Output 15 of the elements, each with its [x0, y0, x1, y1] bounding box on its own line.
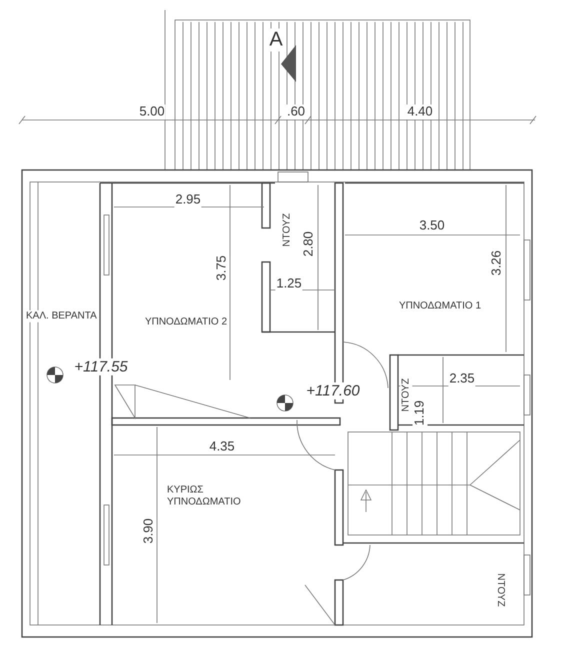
- dimension-label: .60: [286, 104, 306, 120]
- section-mark-label: A: [268, 28, 284, 52]
- level-label: +117.60: [305, 382, 361, 400]
- dimension-label: 4.40: [406, 104, 434, 120]
- room-label: ΝΤΟΥΖ: [400, 377, 412, 413]
- room-label: ΥΠΝΟΔΩΜΑΤΙΟ 1: [398, 300, 482, 312]
- dimension-label: 1.25: [275, 276, 303, 292]
- dimension-label: 2.35: [448, 372, 476, 386]
- dimension-label: 2.95: [174, 192, 202, 208]
- dimension-label: 1.19: [412, 399, 428, 427]
- dimension-label: 5.00: [138, 104, 166, 120]
- room-label: ΥΠΝΟΔΩΜΑΤΙΟ 2: [144, 316, 228, 328]
- level-label: +117.55: [73, 358, 129, 376]
- room-label: ΝΤΟΥΖ: [281, 212, 293, 248]
- room-label: ΚΑΛ. ΒΕΡΑΝΤΑ: [25, 310, 99, 322]
